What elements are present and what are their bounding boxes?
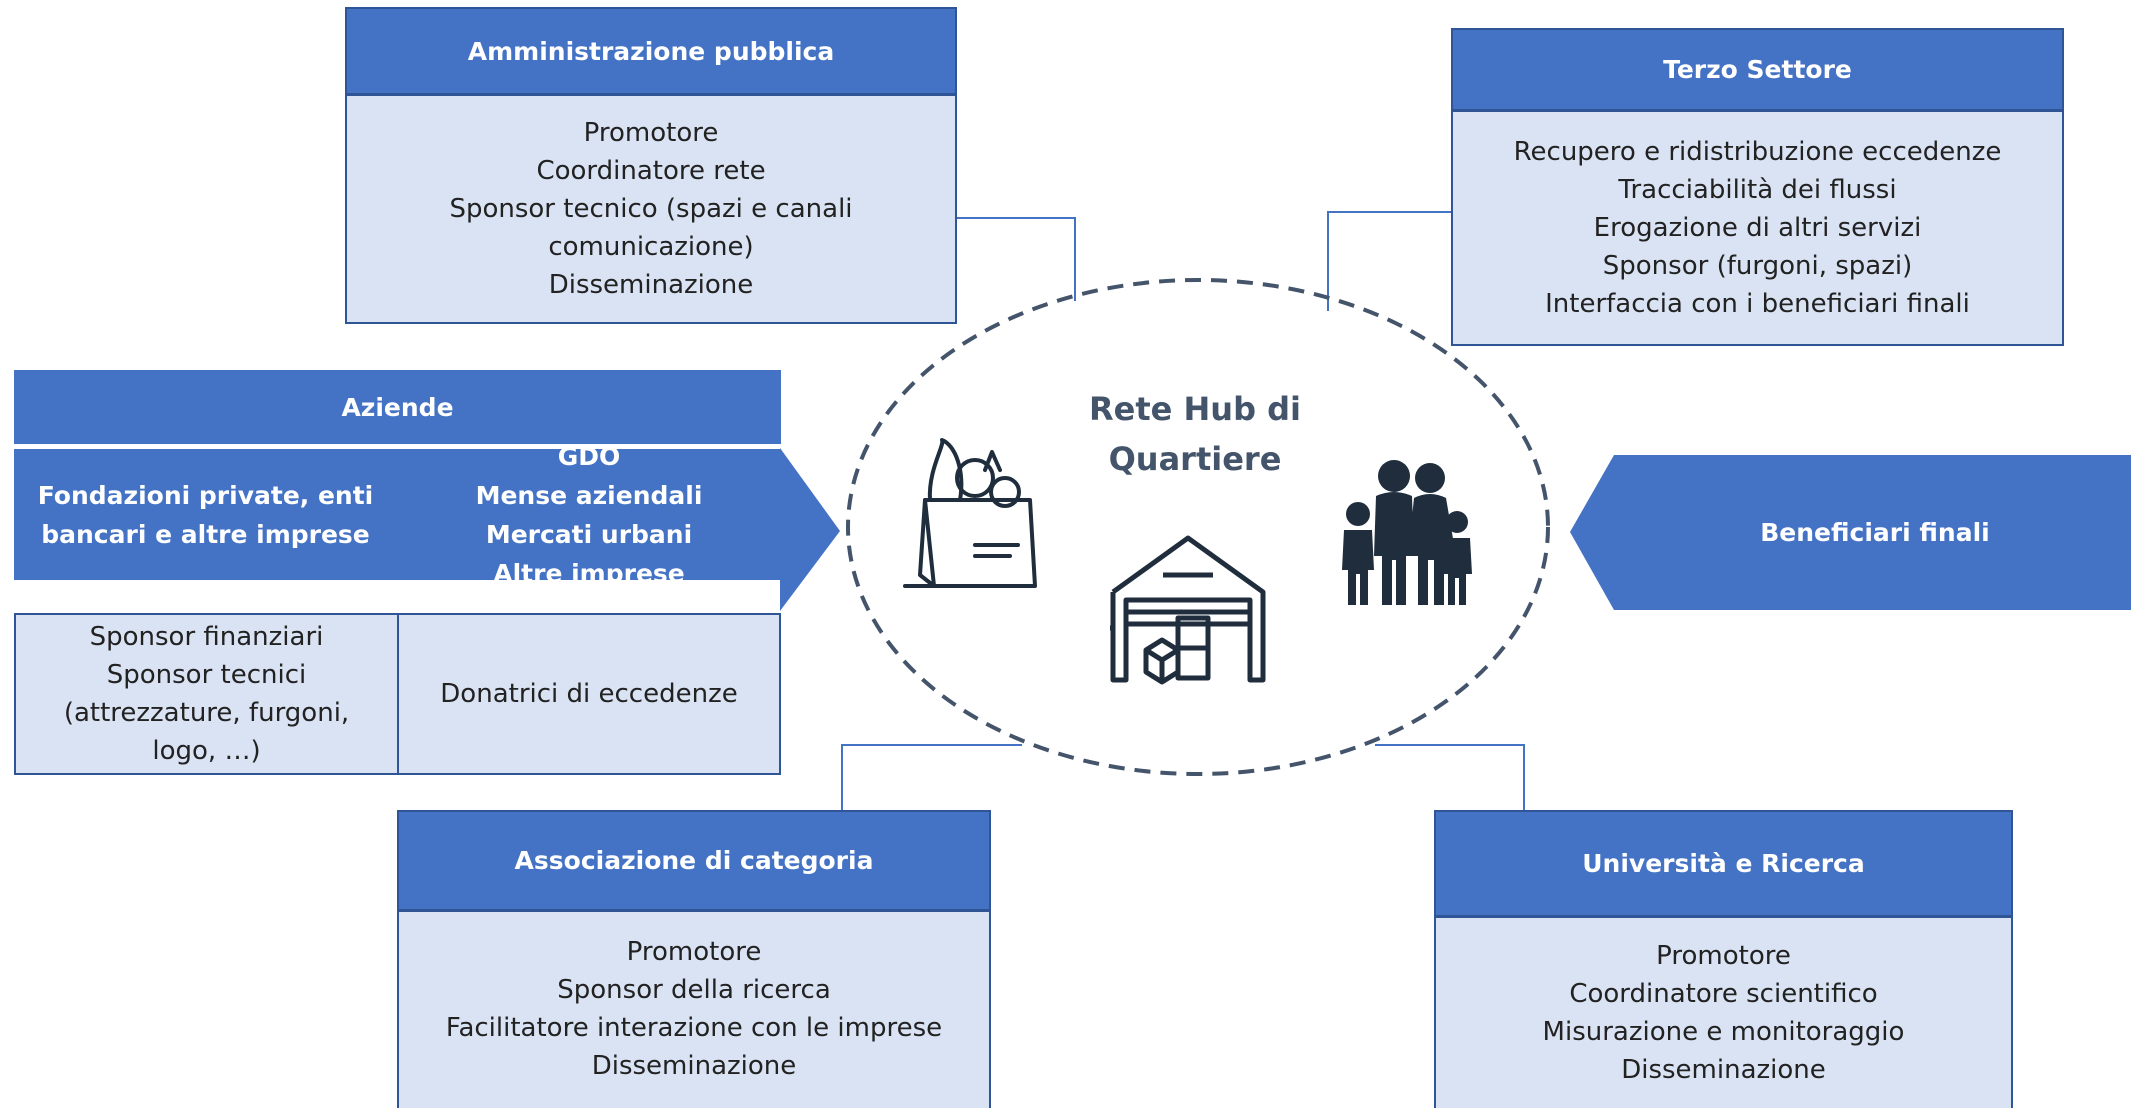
grocery-bag-icon xyxy=(903,438,1037,588)
universita-list: Promotore Coordinatore scientifico Misur… xyxy=(1436,918,2011,1108)
aziende-left-header-line: Fondazioni private, enti xyxy=(37,480,374,510)
amministrazione-item: Disseminazione xyxy=(548,270,754,300)
aziende-left-item: Sponsor finanziari xyxy=(89,622,324,652)
aziende-right-header-line: GDO xyxy=(557,441,621,471)
aziende-left-header: Fondazioni private, enti bancari e altre… xyxy=(14,449,397,580)
hub-title: Rete Hub di Quartiere xyxy=(1060,384,1330,484)
terzo-settore-item: Tracciabilità dei flussi xyxy=(1618,175,1897,205)
aziende-left-item: Sponsor tecnici xyxy=(106,660,307,690)
associazione-list: Promotore Sponsor della ricerca Facilita… xyxy=(399,912,989,1106)
terzo-settore-list: Recupero e ridistribuzione eccedenze Tra… xyxy=(1453,112,2062,344)
hub-ellipse xyxy=(846,278,1550,776)
amministrazione-item: Sponsor tecnico (spazi e canali xyxy=(449,194,853,224)
aziende-right-header-line: Altre imprese xyxy=(493,558,685,588)
universita-item: Misurazione e monitoraggio xyxy=(1542,1017,1905,1047)
aziende-right-header-line: Mercati urbani xyxy=(485,519,693,549)
amministrazione-item: Coordinatore rete xyxy=(536,156,766,186)
associazione-item: Facilitatore interazione con le imprese xyxy=(445,1013,943,1043)
aziende-group: Aziende Fondazioni private, enti bancari… xyxy=(14,370,781,775)
aziende-right-body: Donatrici di eccedenze xyxy=(397,613,781,775)
connector-universita xyxy=(1375,744,1525,810)
aziende-arrow xyxy=(780,448,840,611)
universita-header: Università e Ricerca xyxy=(1436,812,2011,918)
aziende-left-item: logo, …) xyxy=(152,736,261,766)
warehouse-icon xyxy=(1110,535,1266,685)
terzo-settore-item: Erogazione di altri servizi xyxy=(1593,213,1922,243)
hub-title-line1: Rete Hub di xyxy=(1089,390,1301,428)
amministrazione-item: Promotore xyxy=(583,118,719,148)
aziende-right-header: GDO Mense aziendali Mercati urbani Altre… xyxy=(397,442,781,588)
aziende-right-item: Donatrici di eccedenze xyxy=(440,679,738,709)
aziende-left-body: Sponsor finanziari Sponsor tecnici (attr… xyxy=(14,613,399,775)
associazione-header: Associazione di categoria xyxy=(399,812,989,912)
beneficiari-arrow xyxy=(1570,455,2131,610)
connector-associazione xyxy=(841,744,1022,810)
connector-amministrazione xyxy=(956,217,1076,301)
universita-box: Università e Ricerca Promotore Coordinat… xyxy=(1434,810,2013,1108)
terzo-settore-box: Terzo Settore Recupero e ridistribuzione… xyxy=(1451,28,2064,346)
aziende-left-header-line: bancari e altre imprese xyxy=(41,519,370,549)
beneficiari-label: Beneficiari finali xyxy=(1760,518,1990,547)
connector-terzo-settore xyxy=(1327,211,1451,311)
terzo-settore-item: Recupero e ridistribuzione eccedenze xyxy=(1513,137,2002,167)
amministrazione-item: comunicazione) xyxy=(548,232,754,262)
family-icon xyxy=(1342,460,1472,605)
associazione-item: Sponsor della ricerca xyxy=(557,975,831,1005)
aziende-right-header-line: Mense aziendali xyxy=(475,480,703,510)
universita-item: Coordinatore scientifico xyxy=(1569,979,1878,1009)
amministrazione-header: Amministrazione pubblica xyxy=(347,9,955,96)
universita-item: Promotore xyxy=(1656,941,1791,971)
terzo-settore-item: Interfaccia con i beneficiari finali xyxy=(1545,289,1970,319)
amministrazione-list: Promotore Coordinatore rete Sponsor tecn… xyxy=(347,96,955,322)
associazione-item: Disseminazione xyxy=(591,1051,797,1081)
terzo-settore-item: Sponsor (furgoni, spazi) xyxy=(1602,251,1913,281)
aziende-left-item: (attrezzature, furgoni, xyxy=(63,698,350,728)
terzo-settore-header: Terzo Settore xyxy=(1453,30,2062,112)
associazione-item: Promotore xyxy=(626,937,762,967)
amministrazione-box: Amministrazione pubblica Promotore Coord… xyxy=(345,7,957,324)
hub-title-line2: Quartiere xyxy=(1108,440,1282,478)
associazione-box: Associazione di categoria Promotore Spon… xyxy=(397,810,991,1108)
universita-item: Disseminazione xyxy=(1621,1055,1826,1085)
aziende-header: Aziende xyxy=(14,370,781,444)
